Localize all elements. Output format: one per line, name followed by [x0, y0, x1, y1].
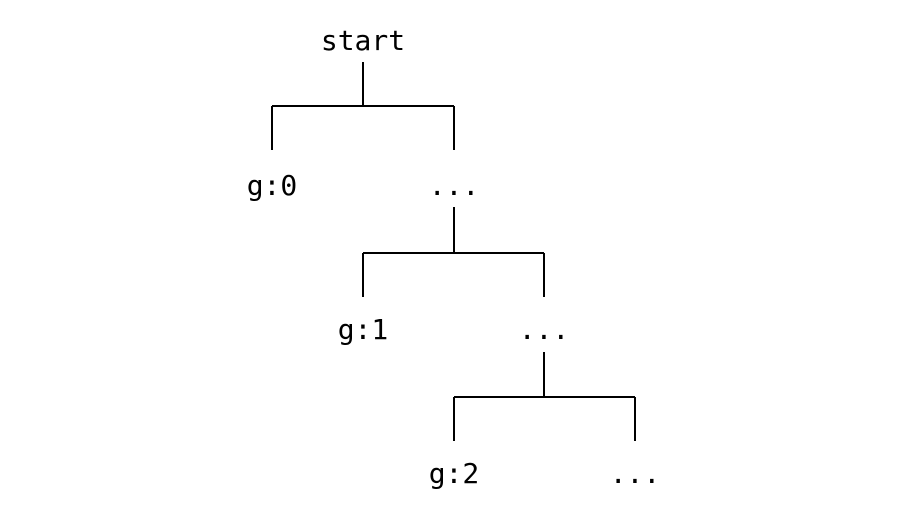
- node-g2: g:2: [429, 457, 480, 490]
- node-g0: g:0: [247, 169, 298, 202]
- node-start: start: [321, 24, 405, 57]
- node-g1: g:1: [338, 313, 389, 346]
- node-ellipsis-3: ...: [610, 457, 661, 490]
- node-ellipsis-1: ...: [429, 169, 480, 202]
- edge-root: [271, 62, 455, 150]
- node-ellipsis-2: ...: [519, 313, 570, 346]
- edge-level2: [453, 352, 636, 441]
- edge-level1: [362, 207, 545, 297]
